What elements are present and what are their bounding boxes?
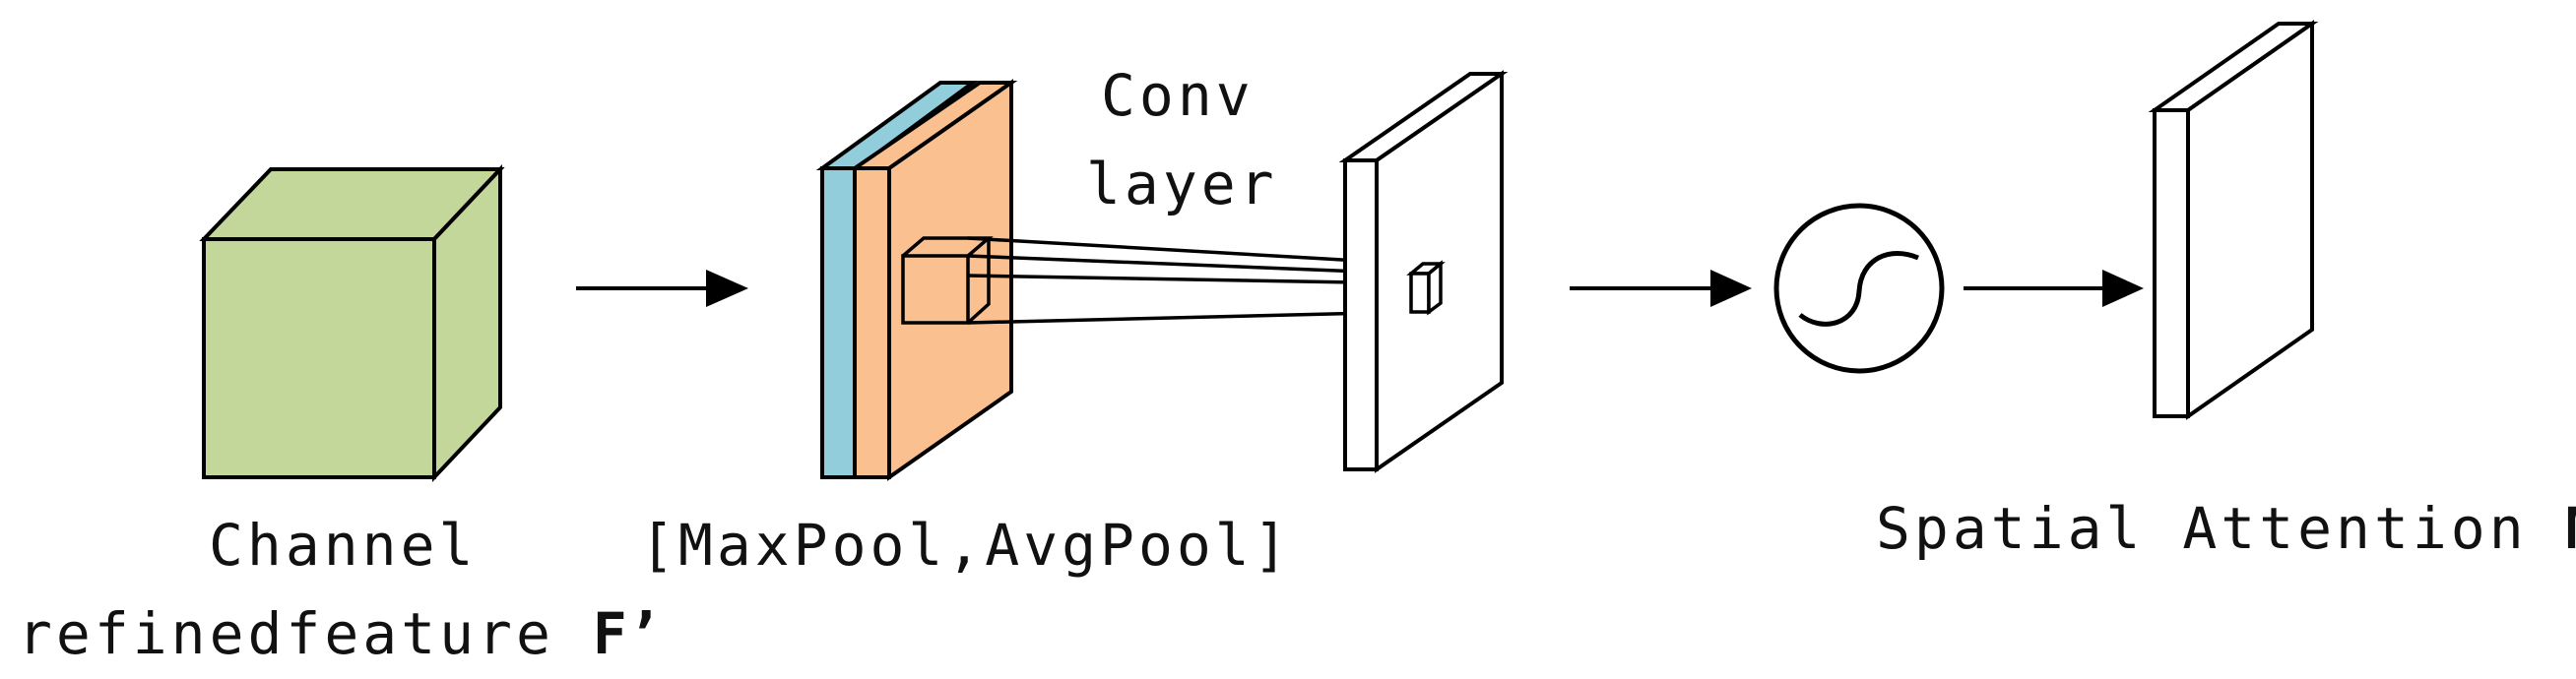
- conv-label-line2: layer: [1086, 151, 1278, 217]
- conv-output-cell: [1406, 260, 1446, 316]
- spatial-label-text: Spatial Attention: [1876, 495, 2528, 562]
- conv-kernel: [901, 236, 994, 325]
- arrow-2: [1570, 270, 1752, 307]
- conv-label-line1: Conv: [1101, 62, 1255, 129]
- channel-label-line1: Channel: [209, 512, 478, 579]
- spatial-attention-map: [2148, 20, 2319, 420]
- channel-label-line2: refinedfeature F’: [18, 605, 662, 662]
- avgpool-map-side: [887, 79, 1013, 481]
- sigmoid-circle-icon: [1773, 203, 1945, 374]
- channel-label-text: refinedfeature: [18, 600, 554, 667]
- arrow-3: [1964, 270, 2144, 307]
- maxpool-map-front: [820, 166, 859, 479]
- channel-symbol: F’: [592, 600, 662, 667]
- arrow-1: [576, 270, 748, 307]
- feature-cube-front: [202, 237, 436, 479]
- spatial-label: Spatial Attention Ms: [1876, 500, 2576, 562]
- feature-cube: [199, 163, 505, 483]
- pooled-feature-maps: [815, 79, 1018, 481]
- avgpool-map-front: [853, 166, 891, 479]
- conv-projection-lines: [967, 236, 1412, 325]
- feature-cube-side: [432, 163, 502, 483]
- pool-label: [MaxPool,AvgPool]: [640, 512, 1292, 579]
- spatial-symbol: M: [2566, 495, 2576, 562]
- conv-output-map: [1338, 70, 1509, 473]
